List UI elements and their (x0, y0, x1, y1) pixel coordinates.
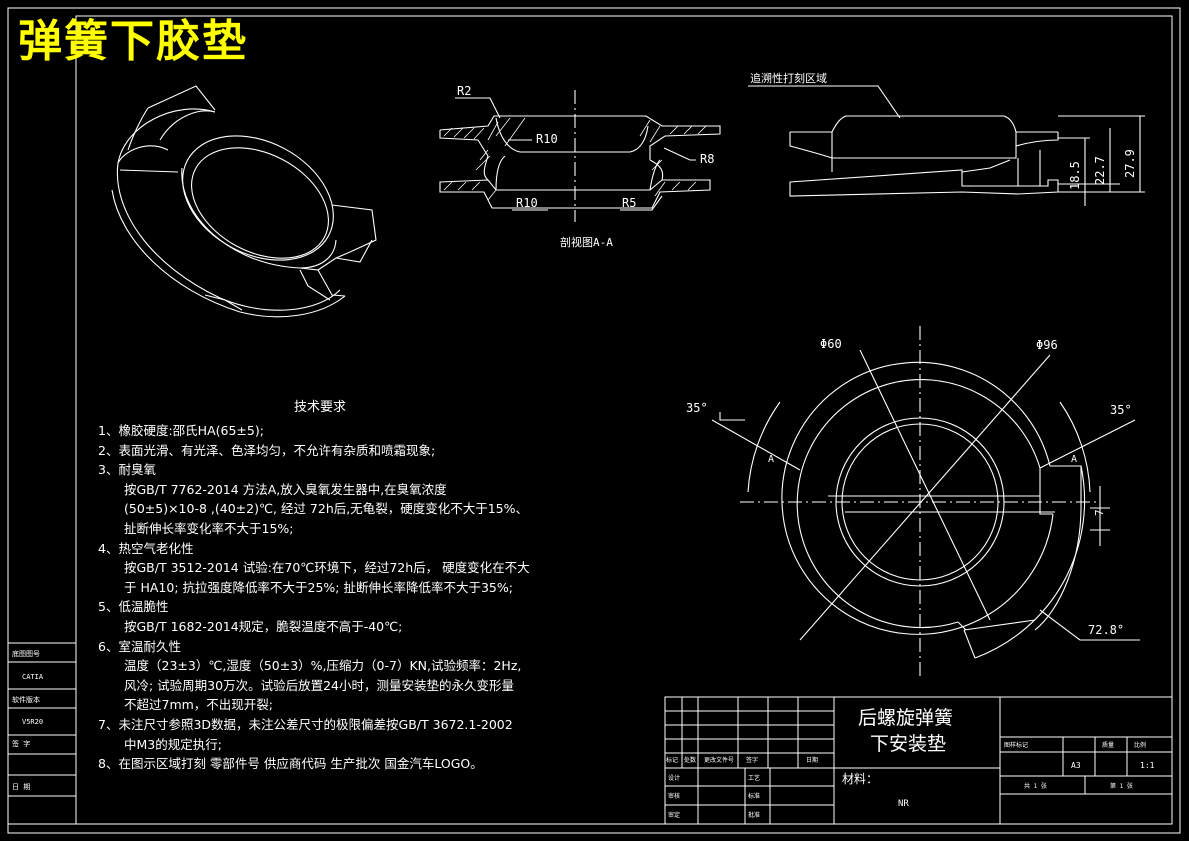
strip-cell-4: V5R20 (22, 718, 43, 726)
section-mark-left: A (768, 454, 774, 465)
tb-role-approve: 审定 (668, 811, 680, 819)
tech-line: 风冷; 试验周期30万次。试验后放置24小时，测量安装垫的永久变形量 (124, 677, 514, 693)
tb-header-4: 签字 (746, 756, 758, 764)
section-view-label: 剖视图A-A (560, 235, 613, 249)
tech-line: 于 HA10; 抗拉强度降低率不大于25%; 扯断伸长率降低率不大于35%; (124, 579, 513, 595)
inner-diameter-label: Φ60 (820, 337, 842, 351)
tb-header-1: 标记 (666, 756, 678, 764)
tech-line: 温度（23±3）℃,湿度（50±3）%,压缩力（0-7）KN,试验频率：2Hz, (124, 658, 522, 674)
tech-line: 按GB/T 7762-2014 方法A,放入臭氧发生器中,在臭氧浓度 (124, 481, 447, 497)
tech-line: 4、热空气老化性 (98, 540, 194, 556)
height-dim-22-7: 22.7 (1093, 156, 1107, 185)
tb-right-header-1: 图样标记 (1004, 741, 1028, 749)
outer-border (7, 7, 1181, 834)
tech-line: 3、耐臭氧 (98, 462, 156, 478)
radius-r10-top: R10 (536, 132, 558, 146)
tech-line: (50±5)×10-8 ,(40±2)℃, 经过 72h后,无龟裂，硬度变化不大… (124, 501, 529, 517)
angle-tab-label: 72.8° (1088, 623, 1124, 637)
tb-sheet-total: 共 1 张 (1024, 782, 1047, 790)
section-mark-right: A (1071, 454, 1077, 465)
height-dim-18-5: 18.5 (1068, 161, 1082, 190)
side-view (748, 85, 1145, 206)
section-view (439, 90, 721, 222)
tb-header-2: 处数 (684, 756, 696, 764)
strip-cell-3: 软件版本 (12, 695, 40, 704)
tb-sheet-size: A3 (1071, 761, 1081, 770)
tech-line: 按GB/T 1682-2014规定，脆裂温度不高于-40℃; (124, 618, 403, 634)
radius-r10-bottom: R10 (516, 196, 538, 210)
tech-line: 不超过7mm，不出现开裂; (124, 697, 274, 713)
left-revision-strip (7, 642, 77, 825)
tb-header-5: 日期 (806, 756, 818, 764)
title-block (664, 696, 1173, 825)
angle-left-label: 35° (686, 401, 708, 415)
strip-cell-5: 签 字 (12, 739, 30, 748)
tech-heading: 技术要求 (294, 400, 347, 415)
material-label: 材料： (842, 772, 879, 786)
strip-cell-6: 日 期 (12, 783, 30, 791)
tech-line: 2、表面光滑、有光泽、色泽均匀，不允许有杂质和喷霜现象; (98, 442, 436, 458)
angle-right-label: 35° (1110, 403, 1132, 417)
tb-role-ratify: 批准 (748, 811, 760, 819)
tb-role-standard: 标准 (748, 792, 760, 800)
tb-role-design: 设计 (668, 774, 680, 782)
tb-scale: 1:1 (1140, 761, 1155, 770)
tech-line: 中M3的规定执行; (124, 736, 222, 752)
tech-line: 6、室温耐久性 (98, 638, 181, 654)
strip-cell-1: 底图图号 (12, 649, 40, 658)
tb-sheet-no: 第 1 张 (1110, 782, 1133, 790)
tech-line: 8、在图示区域打刻 零部件号 供应商代码 生产批次 国金汽车LOGO。 (98, 756, 483, 772)
isometric-view (111, 85, 377, 318)
tb-right-header-3: 比例 (1134, 741, 1146, 749)
tb-role-process: 工艺 (748, 774, 760, 782)
radius-r8: R8 (700, 152, 714, 166)
tb-material-value: NR (898, 799, 909, 809)
height-dim-27-9: 27.9 (1123, 149, 1137, 178)
tech-line: 1、橡胶硬度:邵氏HA(65±5); (98, 423, 264, 438)
strip-cell-2: CATIA (22, 673, 44, 681)
tb-right-header-2: 质量 (1102, 741, 1114, 749)
tb-header-3: 更改文件号 (704, 756, 734, 764)
part-name-line1: 后螺旋弹簧 (858, 707, 954, 729)
drawing-title: 弹簧下胶垫 (18, 16, 248, 67)
tb-role-review: 审核 (668, 792, 680, 800)
tech-line: 按GB/T 3512-2014 试验:在70℃环境下，经过72h后， 硬度变化在… (124, 560, 530, 576)
gap-dim-label: 7 (1093, 509, 1106, 516)
inner-border (75, 15, 1173, 825)
marking-area-label: 追溯性打刻区域 (750, 71, 827, 85)
tech-line: 7、未注尺寸参照3D数据，未注公差尺寸的极限偏差按GB/T 3672.1-200… (98, 716, 513, 732)
tech-line: 5、低温脆性 (98, 599, 169, 615)
tech-line: 扯断伸长率变化率不大于15%; (124, 520, 294, 536)
technical-requirements: 技术要求 1、橡胶硬度:邵氏HA(65±5); 2、表面光滑、有光泽、色泽均匀，… (98, 396, 638, 774)
part-name-line2: 下安装垫 (870, 733, 947, 755)
radius-r5: R5 (622, 196, 636, 210)
plan-view (711, 326, 1140, 680)
outer-diameter-label: Φ96 (1036, 338, 1058, 352)
radius-r2: R2 (457, 84, 471, 98)
